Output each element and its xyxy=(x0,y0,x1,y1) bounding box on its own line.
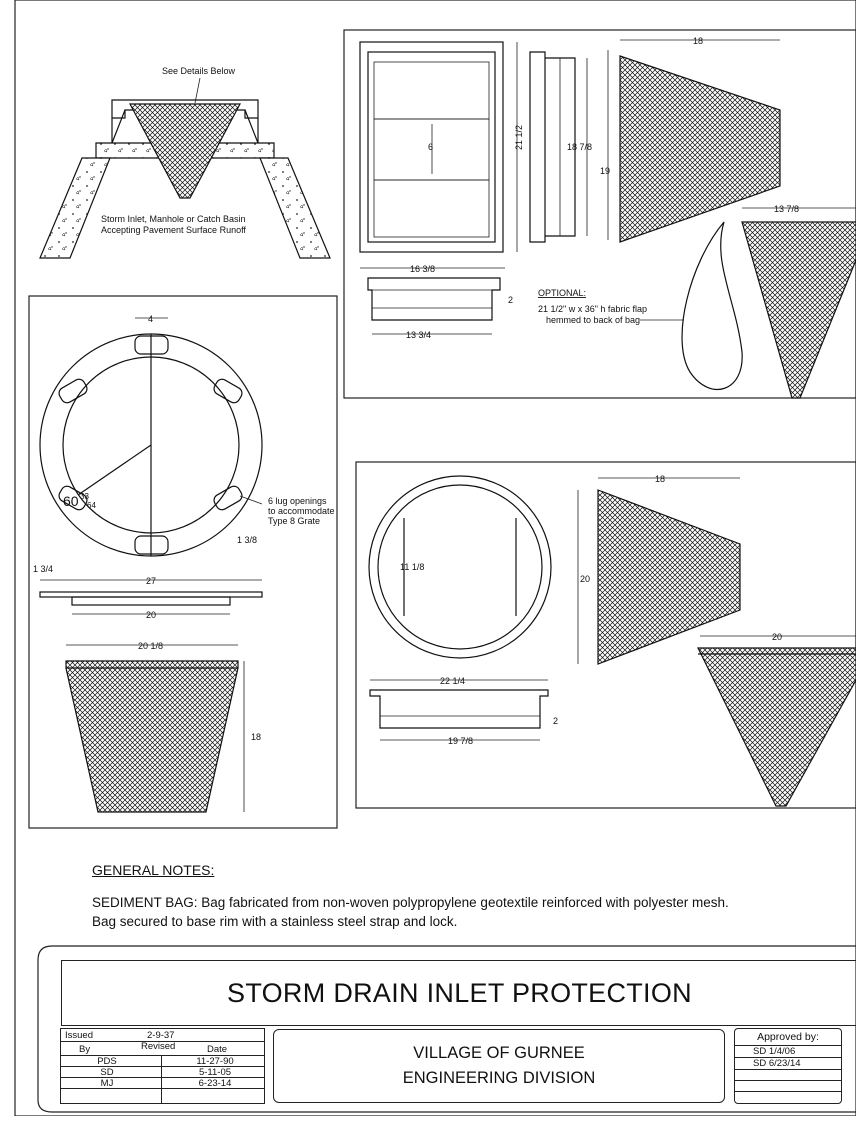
approved-label: Approved by: xyxy=(735,1029,841,1046)
round-bag-side xyxy=(597,489,741,665)
inlet-caption-1: Storm Inlet, Manhole or Catch Basin xyxy=(101,214,246,224)
see-details-label: See Details Below xyxy=(162,66,236,76)
dim-19-7-8: 19 7/8 xyxy=(448,736,473,746)
dim-27: 27 xyxy=(146,576,156,586)
circular-bag xyxy=(65,660,239,813)
rect-bag-front xyxy=(741,221,856,399)
dim-18-round: 18 xyxy=(655,474,665,484)
optional-line-2: hemmed to back of bag xyxy=(546,315,640,325)
dim-4: 4 xyxy=(148,314,153,324)
date-label: Date xyxy=(207,1044,228,1055)
org-line-1: VILLAGE OF GURNEE xyxy=(413,1044,585,1062)
approval-box: Approved by: SD 1/4/06 SD 6/23/14 xyxy=(734,1028,842,1104)
dim-19: 19 xyxy=(600,166,610,176)
dim-angle-main: 60 xyxy=(63,493,79,509)
general-notes-title: GENERAL NOTES: xyxy=(92,862,215,878)
dim-11-1-8: 11 1/8 xyxy=(400,562,424,572)
optional-line-1: 21 1/2" w x 36" h fabric flap xyxy=(538,304,647,314)
lug-note-2: to accommodate xyxy=(268,506,335,516)
general-notes-body: SEDIMENT BAG: Bag fabricated from non-wo… xyxy=(92,893,832,931)
rect-frame-panel xyxy=(343,29,856,399)
rev-by-2: SD xyxy=(100,1067,114,1078)
dim-20-1-8: 20 1/8 xyxy=(138,641,163,651)
dim-20b-round: 20 xyxy=(772,632,782,642)
org-line-2: ENGINEERING DIVISION xyxy=(402,1069,596,1087)
dim-20-round: 20 xyxy=(580,574,590,584)
dim-1-3-8: 1 3/8 xyxy=(237,535,257,545)
dim-16-3-8: 16 3/8 xyxy=(410,264,435,274)
revision-table: Issued 2-9-37 By Revised Date PDS 11-27-… xyxy=(60,1028,265,1104)
approval-1: SD 1/4/06 xyxy=(735,1046,841,1058)
inlet-section-detail: See Details Below Storm Inlet, Manhole o… xyxy=(39,66,331,259)
by-label: By xyxy=(79,1044,91,1055)
dim-21-1-2: 21 1/2 xyxy=(514,125,524,150)
circular-frame-panel xyxy=(28,295,338,829)
rev-date-3: 6-23-14 xyxy=(198,1078,232,1089)
dim-18-7-8: 18 7/8 xyxy=(567,142,592,152)
inlet-caption-2: Accepting Pavement Surface Runoff xyxy=(101,225,246,235)
dim-22-1-4: 22 1/4 xyxy=(440,676,465,686)
rev-date-2: 5-11-05 xyxy=(198,1067,232,1078)
dim-2-rect: 2 xyxy=(508,295,513,305)
round-frame-panel xyxy=(355,461,856,809)
lug-note-3: Type 8 Grate xyxy=(268,516,320,526)
approval-2: SD 6/23/14 xyxy=(735,1058,841,1070)
dim-20: 20 xyxy=(146,610,156,620)
rect-bag-side xyxy=(619,55,781,243)
title-block-border xyxy=(37,945,856,1113)
issued-date: 2-9-37 xyxy=(147,1030,175,1041)
sediment-bag-section xyxy=(129,103,241,199)
revised-label: Revised xyxy=(141,1041,176,1052)
dim-13-3-4: 13 3/4 xyxy=(406,330,431,340)
note-line-1: SEDIMENT BAG: Bag fabricated from non-wo… xyxy=(92,895,729,910)
issued-label: Issued xyxy=(65,1030,93,1041)
round-bag-front xyxy=(697,647,856,807)
dim-angle-den: 64 xyxy=(87,501,96,510)
rev-by-3: MJ xyxy=(100,1078,114,1089)
rev-date-1: 11-27-90 xyxy=(196,1056,234,1067)
dim-2-round: 2 xyxy=(553,716,558,726)
dim-angle-num: 33 xyxy=(80,492,89,501)
optional-title: OPTIONAL: xyxy=(538,288,586,298)
dim-6: 6 xyxy=(428,142,433,152)
round-frame-detail: 11 1/8 18 20 22 1/4 2 19 7/8 20 xyxy=(368,474,856,807)
dim-1-3-4: 1 3/4 xyxy=(33,564,53,574)
note-line-2: Bag secured to base rim with a stainless… xyxy=(92,914,458,929)
drawing-title: STORM DRAIN INLET PROTECTION xyxy=(227,977,692,1008)
organization-box: VILLAGE OF GURNEE ENGINEERING DIVISION xyxy=(273,1029,725,1103)
dim-18-circ: 18 xyxy=(251,732,261,742)
circular-frame-detail: 4 60 33 64 6 lug openings to accommodate… xyxy=(33,314,335,813)
drawing-title-box: STORM DRAIN INLET PROTECTION xyxy=(61,960,856,1026)
rect-frame-detail: 6 21 1/2 18 7/8 19 18 16 3/8 2 13 3/4 OP… xyxy=(359,36,856,399)
lug-note-1: 6 lug openings xyxy=(268,496,327,506)
rev-by-1: PDS xyxy=(97,1056,117,1067)
dim-13-7-8: 13 7/8 xyxy=(774,204,799,214)
dim-18-rect: 18 xyxy=(693,36,703,46)
